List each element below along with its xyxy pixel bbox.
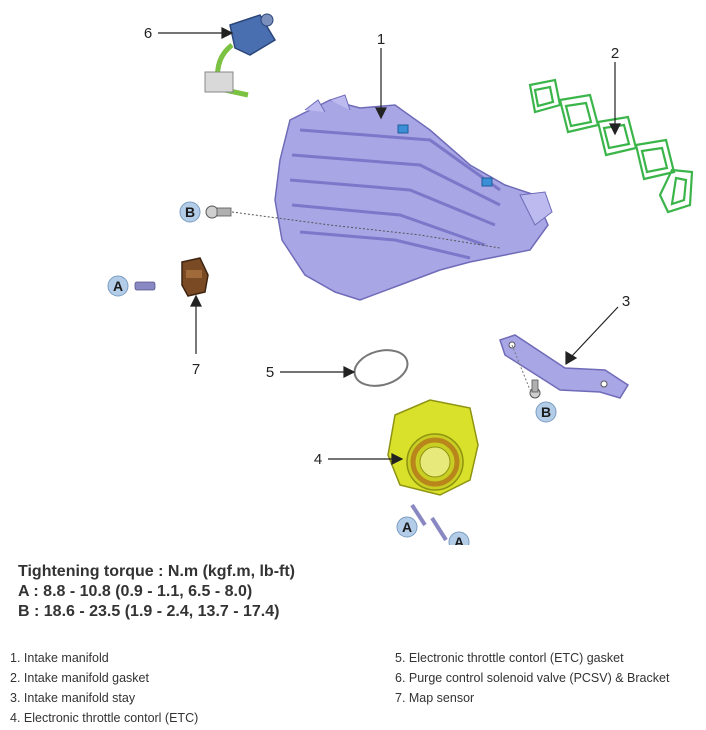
callout-2: 2 [611, 45, 619, 62]
legend-item-5: 5. Electronic throttle contorl (ETC) gas… [395, 651, 624, 665]
etc-gasket [353, 349, 409, 387]
callout-7: 7 [192, 361, 200, 378]
legend-item-4: 4. Electronic throttle contorl (ETC) [10, 711, 199, 725]
parts-legend-left: 1. Intake manifold 2. Intake manifold ga… [10, 648, 198, 728]
intake-manifold-gasket [528, 78, 694, 214]
map-sensor [181, 257, 209, 297]
torque-tag-a-map-sensor-label: A [113, 278, 123, 294]
torque-tag-b-manifold-label: B [185, 204, 195, 220]
etc-bolts-a [410, 503, 448, 542]
legend-item-7: 7. Map sensor [395, 691, 475, 705]
intake-manifold [274, 94, 553, 301]
tightening-torque-spec: Tightening torque : N.m (kgf.m, lb-ft) A… [18, 562, 295, 622]
leader-2-arrowhead [609, 123, 621, 136]
stay-bolt-b [511, 344, 541, 399]
torque-spec-a: A : 8.8 - 10.8 (0.9 - 1.1, 6.5 - 8.0) [18, 583, 253, 600]
torque-tag-a-map-sensor: A [107, 275, 129, 297]
callout-3: 3 [622, 293, 630, 310]
legend-item-6: 6. Purge control solenoid valve (PCSV) &… [395, 671, 670, 685]
leader-6-arrowhead [221, 27, 234, 39]
electronic-throttle-control [387, 399, 479, 496]
callout-6: 6 [144, 25, 152, 42]
leader-4-arrowhead [391, 453, 404, 465]
manifold-bolt-b [205, 205, 501, 249]
leader-5-arrowhead [343, 366, 356, 378]
map-sensor-bolt-a [134, 281, 156, 291]
torque-tag-a-etc-1-label: A [402, 519, 412, 535]
leader-7-arrowhead [190, 294, 202, 307]
torque-heading: Tightening torque : N.m (kgf.m, lb-ft) [18, 563, 295, 580]
torque-spec-b: B : 18.6 - 23.5 (1.9 - 2.4, 13.7 - 17.4) [18, 603, 280, 620]
torque-tag-a-etc-1: A [396, 516, 418, 538]
legend-item-3: 3. Intake manifold stay [10, 691, 136, 705]
callout-5: 5 [266, 364, 274, 381]
callout-1: 1 [377, 31, 385, 48]
torque-tag-b-stay: B [535, 401, 557, 423]
intake-manifold-exploded-diagram: 1 2 3 4 5 6 7 B A B A A [107, 13, 694, 545]
torque-tag-b-manifold: B [179, 201, 201, 223]
intake-manifold-stay [499, 334, 630, 399]
leader-1-arrowhead [375, 107, 387, 120]
torque-tag-a-etc-2: A [448, 531, 470, 545]
callout-4: 4 [314, 451, 322, 468]
parts-legend-right: 5. Electronic throttle contorl (ETC) gas… [395, 648, 669, 708]
leader-3-arrowhead [565, 350, 578, 366]
torque-tag-b-stay-label: B [541, 404, 551, 420]
legend-item-1: 1. Intake manifold [10, 651, 109, 665]
purge-control-solenoid-valve [204, 13, 277, 98]
torque-tag-a-etc-2-label: A [454, 534, 464, 545]
leader-3 [571, 306, 619, 357]
legend-item-2: 2. Intake manifold gasket [10, 671, 149, 685]
